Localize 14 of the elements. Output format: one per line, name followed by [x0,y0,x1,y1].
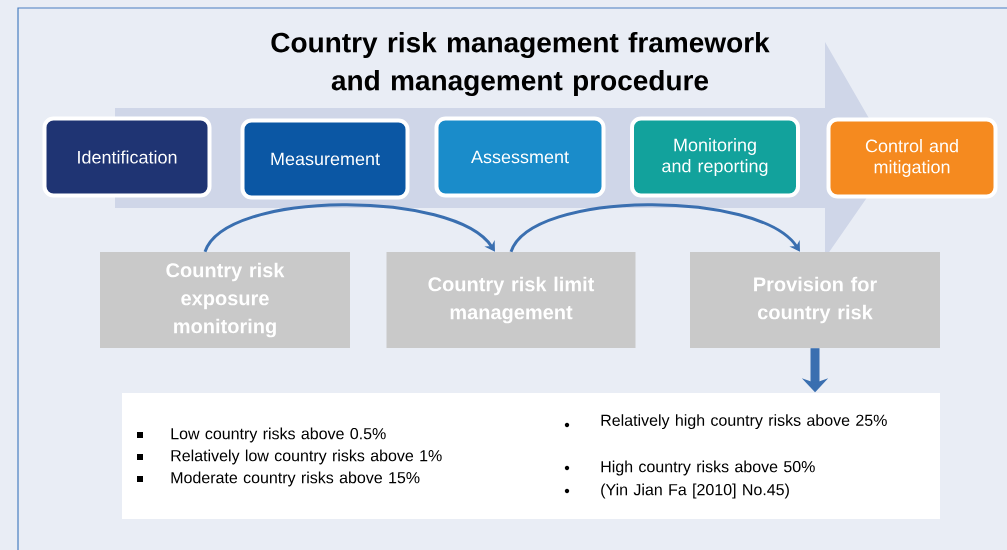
step-box: Measurement [240,118,410,200]
bullet-text: High country risks above 50% [601,460,815,476]
step-box: Control and mitigation [826,117,998,199]
bullet-text: (Yin Jian Fa [2010] No.45) [601,483,789,499]
bullet-text: Low country risks above 0.5% [171,427,386,443]
bullet-text: Moderate country risks above 15% [171,471,420,487]
step-box: Identification [42,116,212,198]
bullet-text: Relatively low country risks above 1% [171,449,442,465]
step-box: Assessment [434,116,606,198]
arrow [509,203,800,253]
arrow [203,203,495,253]
title: Country risk management framework and management procedure [271,31,770,97]
bullet-text: Relatively high country risks above 25% [601,414,887,430]
step-box: Monitoring and reporting [630,116,800,198]
